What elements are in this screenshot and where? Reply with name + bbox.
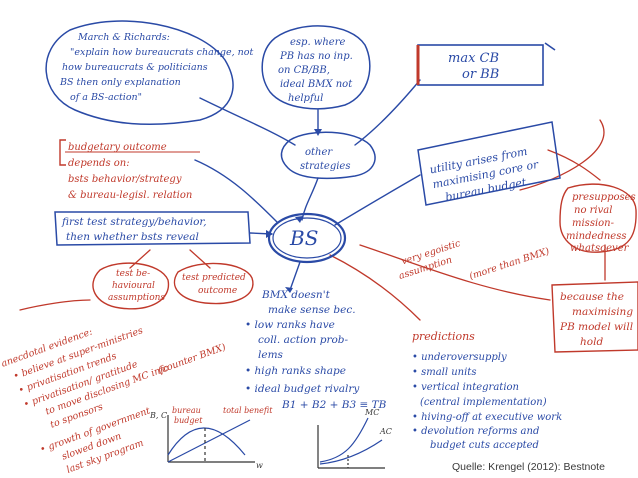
connector-utility-to-bs — [334, 174, 421, 226]
march-richards-text: March & Richards: "explain how bureaucra… — [59, 32, 256, 103]
left-x-label: w — [256, 461, 263, 470]
connector-budgetary-to-anecdotal — [19, 299, 91, 311]
right-sketch-graph — [317, 417, 385, 469]
connector-march-to-other — [199, 97, 296, 146]
connector-maxcb-to-other — [354, 79, 421, 146]
bs-label: BS — [289, 226, 318, 250]
max-cb-bb-text: max CB or BB — [448, 51, 503, 82]
presupposes-bubble — [559, 183, 637, 253]
connector-utility-to-egoistic — [519, 119, 605, 191]
left-curve-label-c: total benefit — [223, 406, 273, 415]
predictions-heading: predictions — [412, 330, 475, 343]
right-curve-label-b: AC — [379, 427, 392, 436]
presupposes-text: presupposes no rival mission- mindedness… — [566, 192, 638, 254]
left-axis-label: B, C — [149, 411, 167, 420]
budgetary-outcome-text: budgetary outcome depends on: bsts behav… — [68, 142, 192, 201]
connector-because-to-egoistic — [359, 244, 551, 301]
utility-box — [417, 121, 561, 206]
because-box — [551, 281, 638, 353]
because-text: because the maximising PB model will hol… — [559, 291, 636, 348]
budgetary-bracket — [59, 139, 66, 166]
egoistic-text: very egoistic assumption (more than BMX) — [393, 213, 551, 303]
first-test-text: first test strategy/behavior, then wheth… — [61, 216, 210, 243]
connector-firsttest-to-tests — [129, 249, 211, 269]
other-strategies-bubble — [280, 131, 376, 180]
bs-node — [267, 212, 347, 264]
bmx-not-text: BMX doesn't make sense bec. • low ranks … — [245, 289, 387, 411]
esp-where-bubble — [261, 25, 371, 110]
first-test-box — [54, 211, 251, 246]
test-behavioural-text: test be- havioural assumptions — [108, 269, 165, 303]
test-behavioural-bubble — [92, 262, 170, 310]
esp-where-text: esp. where PB has no inp. on CB/BB, idea… — [278, 37, 356, 104]
source-credit: Quelle: Krengel (2012): Bestnote — [452, 461, 605, 473]
left-sketch-graph — [167, 415, 255, 463]
right-curve-label-a: MC — [364, 408, 379, 417]
connector-utility-to-presupposes — [547, 149, 601, 181]
utility-text: utility arises from maximising core or b… — [429, 143, 546, 206]
connector-predictions-to-bs — [329, 254, 421, 321]
anecdotal-text: anecdotal evidence: • believe at super-m… — [0, 284, 251, 478]
connector-bs-to-bmx — [289, 261, 301, 291]
test-predicted-text: test predicted outcome — [182, 273, 249, 296]
connector-budgetary-to-bs — [194, 159, 278, 223]
left-curve-label-b: budget — [174, 416, 203, 425]
predictions-text: • underoversupply • small units • vertic… — [412, 352, 565, 451]
other-strategies-text: other strategies — [300, 147, 350, 172]
march-richards-bubble — [45, 20, 234, 126]
connector-other-to-bs — [301, 177, 319, 221]
test-predicted-bubble — [173, 262, 254, 305]
left-curve-label-a: bureau — [172, 406, 201, 415]
